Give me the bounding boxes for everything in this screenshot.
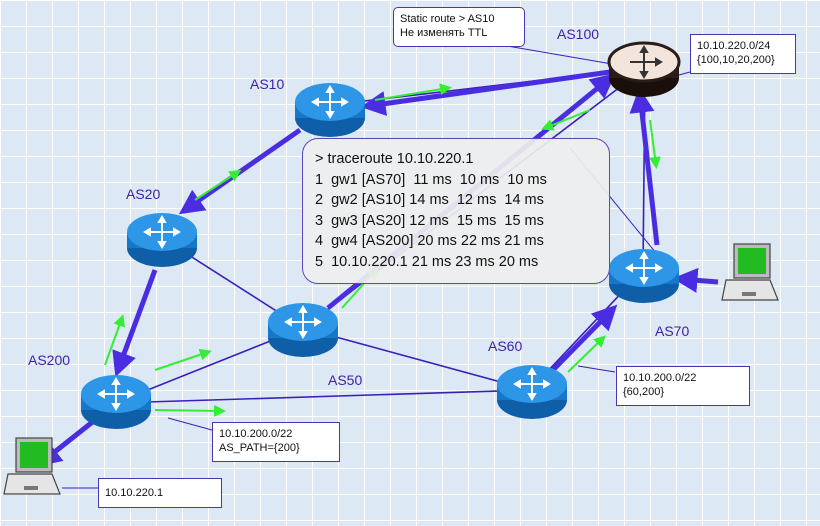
router-as20[interactable] (124, 210, 200, 270)
pointer-as70-prefix (577, 365, 616, 373)
link-as50-as60 (302, 327, 531, 391)
static-route-line-1: Static route > AS10 (400, 13, 495, 25)
advert-as200-as50 (154, 348, 212, 371)
as60-label: AS60 (488, 338, 523, 354)
laptop-dest-icon[interactable] (720, 242, 782, 306)
advert-as100-down (648, 119, 661, 169)
router-as50[interactable] (265, 300, 341, 360)
as100-prefix-net: 10.10.220.0/24 (697, 40, 771, 52)
path-as10-to-as20 (178, 127, 302, 215)
as50-label: AS50 (328, 372, 363, 388)
callout-as70-prefix: 10.10.200.0/22 {60,200} (616, 366, 750, 406)
as100-prefix-path: {100,10,20,200} (697, 54, 775, 66)
advert-as200-as60 (154, 404, 226, 417)
path-host-to-as70 (672, 267, 719, 293)
link-as200-as60 (114, 389, 531, 404)
callout-as100-prefix: 10.10.220.0/24 {100,10,20,200} (690, 34, 796, 74)
traceroute-hop-4: 4 gw4 [AS200] 20 ms 22 ms 21 ms (315, 233, 544, 249)
path-as70-to-as100 (629, 87, 660, 246)
callout-host-ip: 10.10.220.1 (98, 478, 222, 508)
path-as100-to-as10 (360, 69, 611, 116)
traceroute-hop-2: 2 gw2 [AS10] 14 ms 12 ms 14 ms (315, 192, 544, 208)
path-as20-to-as200 (112, 269, 158, 378)
advert-as200-up (104, 314, 125, 366)
traceroute-output: > traceroute 10.10.220.1 1 gw1 [AS70] 11… (302, 138, 610, 284)
as10-label: AS10 (250, 76, 285, 92)
router-as200[interactable] (78, 372, 154, 432)
static-route-line-2: Не изменять TTL (400, 27, 488, 39)
as200-label: AS200 (28, 352, 71, 368)
traceroute-hop-3: 3 gw3 [AS20] 12 ms 15 ms 15 ms (315, 212, 544, 229)
as200-prefix-path: AS_PATH={200} (219, 442, 300, 454)
advert-as10 (374, 83, 452, 101)
path-as60-to-as70 (546, 304, 618, 377)
router-as100[interactable] (606, 40, 682, 100)
router-as10[interactable] (292, 80, 368, 140)
router-as70[interactable] (606, 246, 682, 306)
advert-as20 (194, 169, 242, 201)
laptop-source-icon[interactable] (2, 436, 64, 500)
as70-prefix-net: 10.10.200.0/22 (623, 372, 697, 384)
traceroute-hop-1: 1 gw1 [AS70] 11 ms 10 ms 10 ms (315, 171, 547, 188)
callout-static-route: Static route > AS10 Не изменять TTL (393, 7, 525, 47)
traceroute-hop-5: 5 10.10.220.1 21 ms 23 ms 20 ms (315, 253, 539, 270)
as70-prefix-path: {60,200} (623, 386, 664, 398)
advert-as60 (567, 335, 606, 373)
callout-as200-prefix: 10.10.200.0/22 AS_PATH={200} (212, 422, 340, 462)
as20-label: AS20 (126, 186, 161, 202)
advert-as100-as50 (541, 109, 591, 131)
as200-prefix-net: 10.10.200.0/22 (219, 428, 293, 440)
as70-label: AS70 (655, 323, 690, 339)
pointer-as200-prefix (167, 417, 213, 431)
as100-label: AS100 (557, 26, 600, 42)
traceroute-command: > traceroute 10.10.220.1 (315, 151, 474, 167)
router-as60[interactable] (494, 362, 570, 422)
